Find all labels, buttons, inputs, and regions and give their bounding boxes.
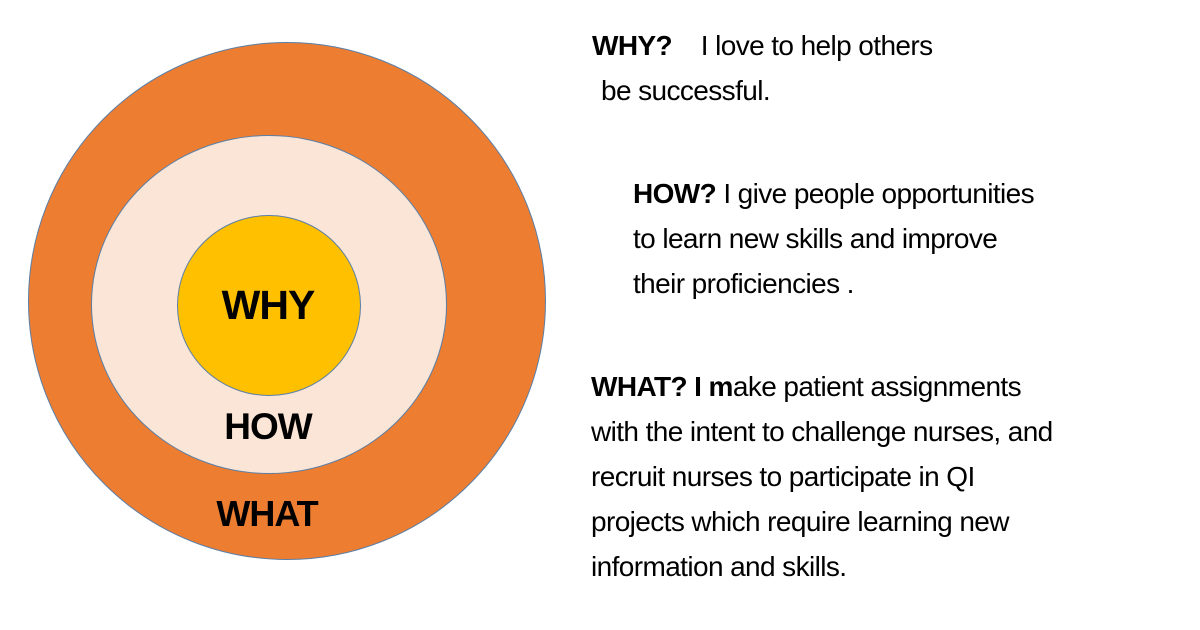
why-text-line-2: be successful. xyxy=(601,75,771,106)
how-text-line-2: to learn new skills and improve xyxy=(633,223,998,254)
why-statement: WHY? I love to help others be successful… xyxy=(592,23,933,113)
what-text-line-3: recruit nurses to participate in QI xyxy=(591,461,975,492)
what-statement: WHAT? I make patient assignments with th… xyxy=(591,364,1053,589)
what-heading: WHAT? I m xyxy=(591,371,733,402)
why-text-line-1: I love to help others xyxy=(700,30,933,61)
what-text-line-1: ake patient assignments xyxy=(732,371,1022,402)
how-heading: HOW? xyxy=(633,178,717,209)
how-ring-label: HOW xyxy=(224,406,312,447)
what-statement-line-1: WHAT? I make patient assignments xyxy=(591,364,1053,409)
why-heading: WHY? xyxy=(592,30,673,61)
what-ring-label: WHAT xyxy=(216,493,318,534)
how-text-line-3: their proficiencies . xyxy=(633,268,854,299)
how-statement-line-1: HOW? I give people opportunities xyxy=(633,171,1035,216)
how-statement: HOW? I give people opportunities to lear… xyxy=(633,171,1035,306)
why-inner-circle xyxy=(177,215,361,396)
why-statement-line-1: WHY? I love to help others xyxy=(592,23,933,68)
golden-circle-diagram: WHY HOW WHAT xyxy=(0,0,560,630)
why-circle-label: WHY xyxy=(221,282,316,328)
what-text-line-4: projects which require learning new xyxy=(591,506,1010,537)
how-text-line-1: I give people opportunities xyxy=(723,178,1035,209)
what-text-line-2: with the intent to challenge nurses, and xyxy=(591,416,1053,447)
what-text-line-5: information and skills. xyxy=(591,551,847,582)
